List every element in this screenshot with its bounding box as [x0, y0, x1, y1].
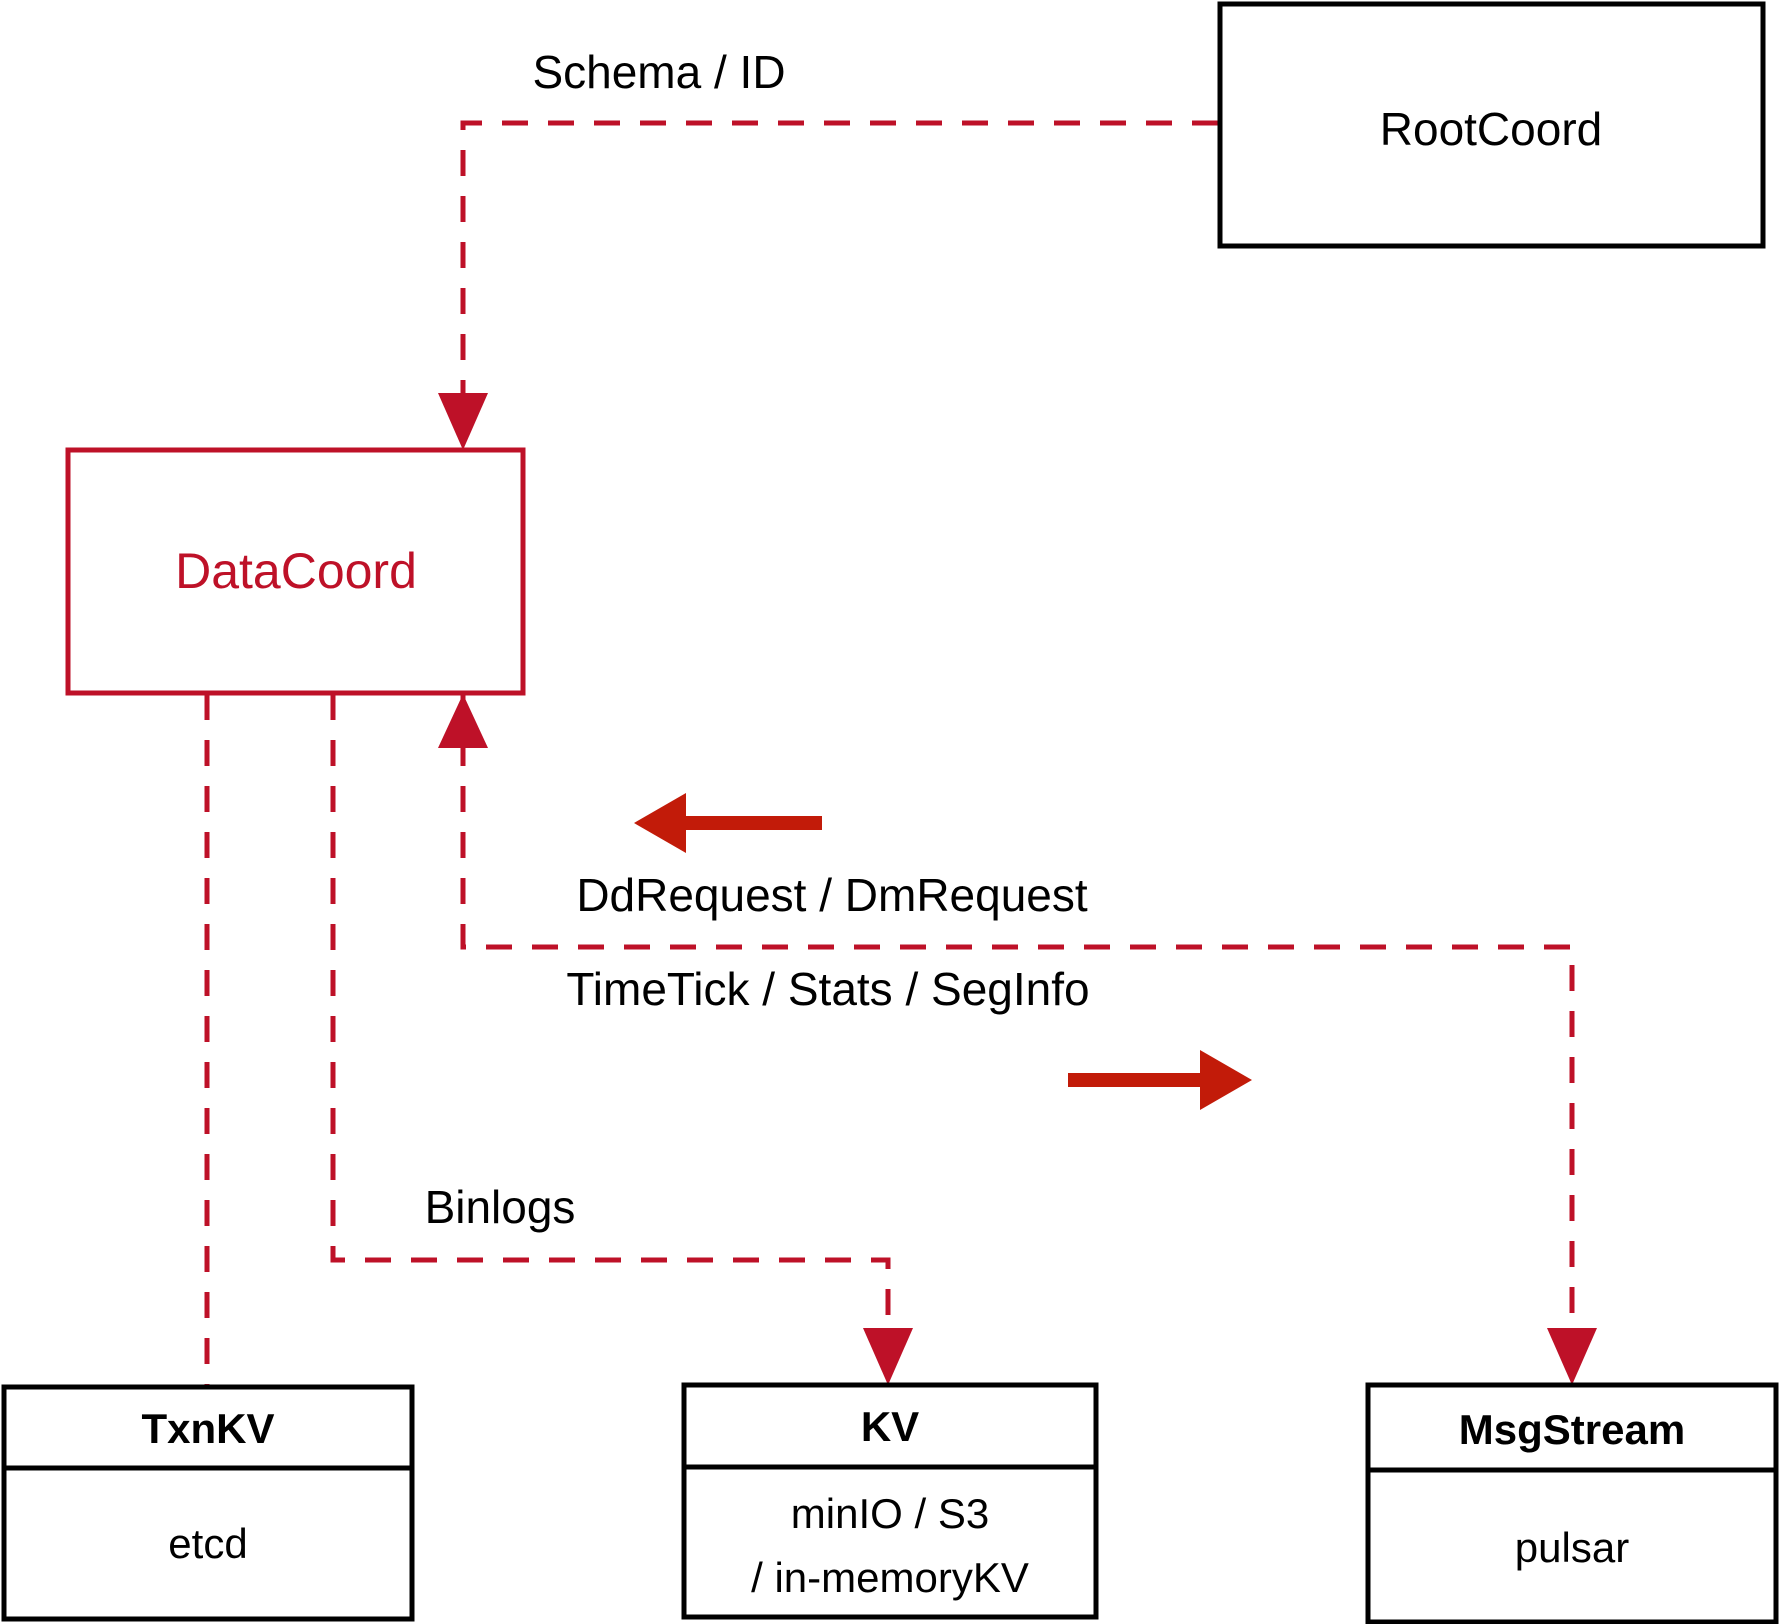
edge-label-dd-dm-request: DdRequest / DmRequest [576, 869, 1088, 921]
arrowhead-into-datacoord [438, 393, 488, 450]
node-rootcoord-label: RootCoord [1380, 103, 1602, 155]
node-kv-sub-line2: / in-memoryKV [751, 1554, 1029, 1601]
arrowhead-into-msgstream [1547, 1328, 1597, 1385]
edge-msgstream-datacoord-trunk [438, 694, 1597, 1385]
node-msgstream[interactable]: MsgStream pulsar [1365, 1382, 1779, 1624]
edge-rootcoord-to-datacoord [438, 120, 1218, 450]
node-kv-box[interactable] [681, 1382, 1099, 1620]
edge-datacoord-to-kv [330, 694, 913, 1385]
outbound-flow-arrowhead [1200, 1050, 1252, 1110]
edge-path-schema-id [460, 120, 1218, 400]
edge-label-binlogs: Binlogs [425, 1181, 576, 1233]
node-kv-sub-line1: minIO / S3 [791, 1490, 989, 1537]
node-rootcoord[interactable]: RootCoord [1217, 1, 1766, 249]
inbound-flow-arrow [634, 793, 822, 853]
node-msgstream-label: MsgStream [1459, 1406, 1685, 1453]
node-txnkv-box[interactable] [1, 1384, 415, 1622]
arrowhead-into-datacoord-bottom [438, 694, 488, 748]
node-kv-label: KV [861, 1403, 919, 1450]
edge-label-timetick-stats-seginfo: TimeTick / Stats / SegInfo [566, 963, 1089, 1015]
inbound-flow-arrowhead [634, 793, 686, 853]
arrowhead-into-kv [863, 1328, 913, 1385]
node-txnkv-label: TxnKV [141, 1405, 274, 1452]
outbound-flow-arrow [1068, 1050, 1252, 1110]
node-rootcoord-box[interactable] [1217, 1, 1766, 249]
node-msgstream-sub: pulsar [1515, 1524, 1629, 1571]
node-datacoord-label: DataCoord [175, 543, 417, 599]
node-kv[interactable]: KV minIO / S3 / in-memoryKV [681, 1382, 1099, 1620]
edge-label-schema-id: Schema / ID [532, 46, 785, 98]
node-msgstream-box[interactable] [1365, 1382, 1779, 1624]
node-txnkv-sub: etcd [168, 1520, 247, 1567]
edge-path-ddrequest-timetick [460, 694, 1575, 1330]
node-datacoord-box[interactable] [65, 447, 526, 696]
node-datacoord[interactable]: DataCoord [65, 447, 526, 696]
node-txnkv[interactable]: TxnKV etcd [1, 1384, 415, 1622]
edge-path-binlogs [330, 694, 891, 1330]
